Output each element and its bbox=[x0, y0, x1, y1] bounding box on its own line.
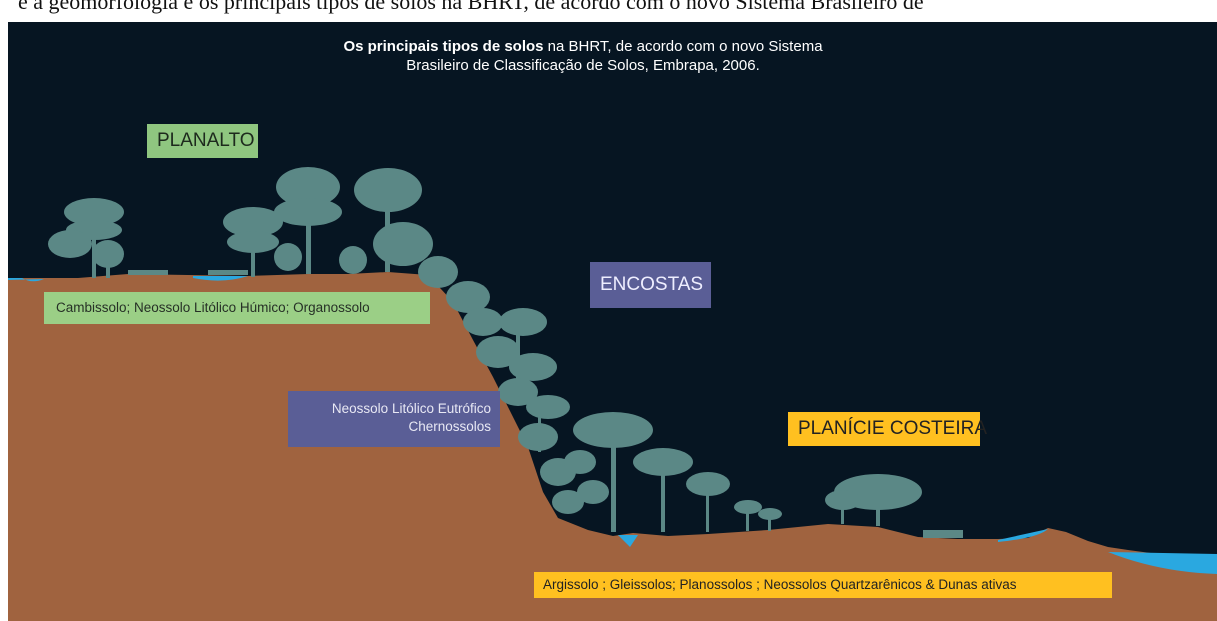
title-bold: Os principais tipos de solos bbox=[343, 38, 544, 55]
water-plateau bbox=[193, 276, 248, 281]
soil-types-planicie-costeira: Argissolo ; Gleissolos; Planossolos ; Ne… bbox=[534, 572, 1112, 598]
araucaria-tree bbox=[48, 198, 124, 278]
broadleaf-tree bbox=[339, 168, 433, 274]
water-sea bbox=[1108, 552, 1217, 574]
water-stream bbox=[618, 535, 638, 547]
region-label-planicie-costeira: PLANÍCIE COSTEIRA bbox=[788, 412, 987, 446]
landscape-drawing bbox=[8, 167, 1217, 621]
water-lagoon bbox=[998, 529, 1048, 542]
title-line1-rest: na BHRT, de acordo com o novo Sistema bbox=[543, 38, 823, 55]
title-line2: Brasileiro de Classificação de Solos, Em… bbox=[406, 57, 760, 74]
broadleaf-tree bbox=[825, 474, 922, 526]
broadleaf-tree bbox=[274, 167, 342, 274]
diagram-title: Os principais tipos de solos na BHRT, de… bbox=[263, 37, 903, 75]
soil-profile-illustration: Os principais tipos de solos na BHRT, de… bbox=[8, 22, 1217, 621]
broadleaf-tree bbox=[573, 412, 653, 532]
palm-group bbox=[734, 500, 782, 531]
soil-types-encostas: Neossolo Litólico Eutrófico Chernossolos bbox=[288, 391, 500, 447]
vegetation-lowland bbox=[564, 412, 963, 538]
araucaria-tree bbox=[223, 207, 283, 277]
terrain-cross-section bbox=[8, 272, 1217, 621]
cropped-caption-text: e a geomorfologia e os principais tipos … bbox=[18, 0, 924, 14]
region-label-planalto: PLANALTO bbox=[147, 124, 258, 158]
vegetation-slope bbox=[418, 256, 584, 514]
cropped-caption-line: e a geomorfologia e os principais tipos … bbox=[0, 0, 1217, 22]
water-bodies bbox=[8, 276, 1217, 574]
water-left bbox=[8, 278, 44, 282]
vegetation-plateau bbox=[48, 167, 433, 278]
region-label-encostas: ENCOSTAS bbox=[590, 262, 711, 308]
soil-encostas-line1: Neossolo Litólico Eutrófico bbox=[331, 401, 491, 416]
soil-encostas-line2: Chernossolos bbox=[408, 419, 491, 434]
araucaria-tree bbox=[92, 240, 124, 278]
soil-types-planalto: Cambissolo; Neossolo Litólico Húmico; Or… bbox=[44, 292, 430, 324]
